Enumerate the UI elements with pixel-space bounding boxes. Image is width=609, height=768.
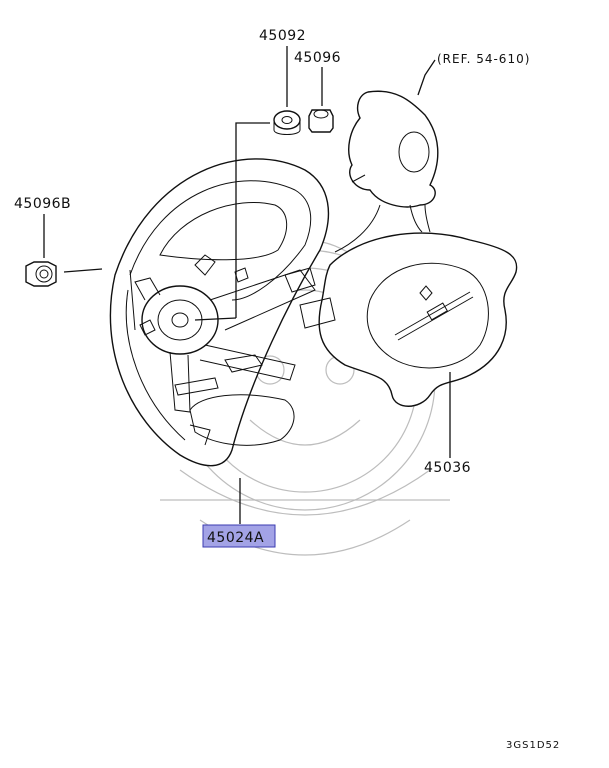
part-label-45096[interactable]: 45096 bbox=[294, 50, 341, 66]
nut-drawing bbox=[308, 109, 334, 133]
airbag-module-drawing bbox=[284, 232, 518, 407]
steering-wheel-drawing bbox=[109, 158, 330, 467]
part-label-45036[interactable]: 45036 bbox=[424, 460, 471, 476]
part-label-45096b[interactable]: 45096B bbox=[14, 196, 71, 212]
part-label-45024a[interactable]: 45024A bbox=[207, 530, 264, 546]
clock-spring-drawing bbox=[334, 90, 439, 253]
leader-lines bbox=[43, 46, 451, 524]
highlight-box bbox=[202, 524, 276, 548]
diagram-code: 3GS1D52 bbox=[506, 740, 560, 751]
part-label-45092[interactable]: 45092 bbox=[259, 28, 306, 44]
reference-label[interactable]: (REF. 54-610) bbox=[437, 52, 530, 66]
washer-drawing bbox=[273, 110, 301, 135]
part-label-45024a-highlight[interactable]: 45024A bbox=[202, 524, 276, 548]
nut-b-drawing bbox=[25, 261, 57, 287]
